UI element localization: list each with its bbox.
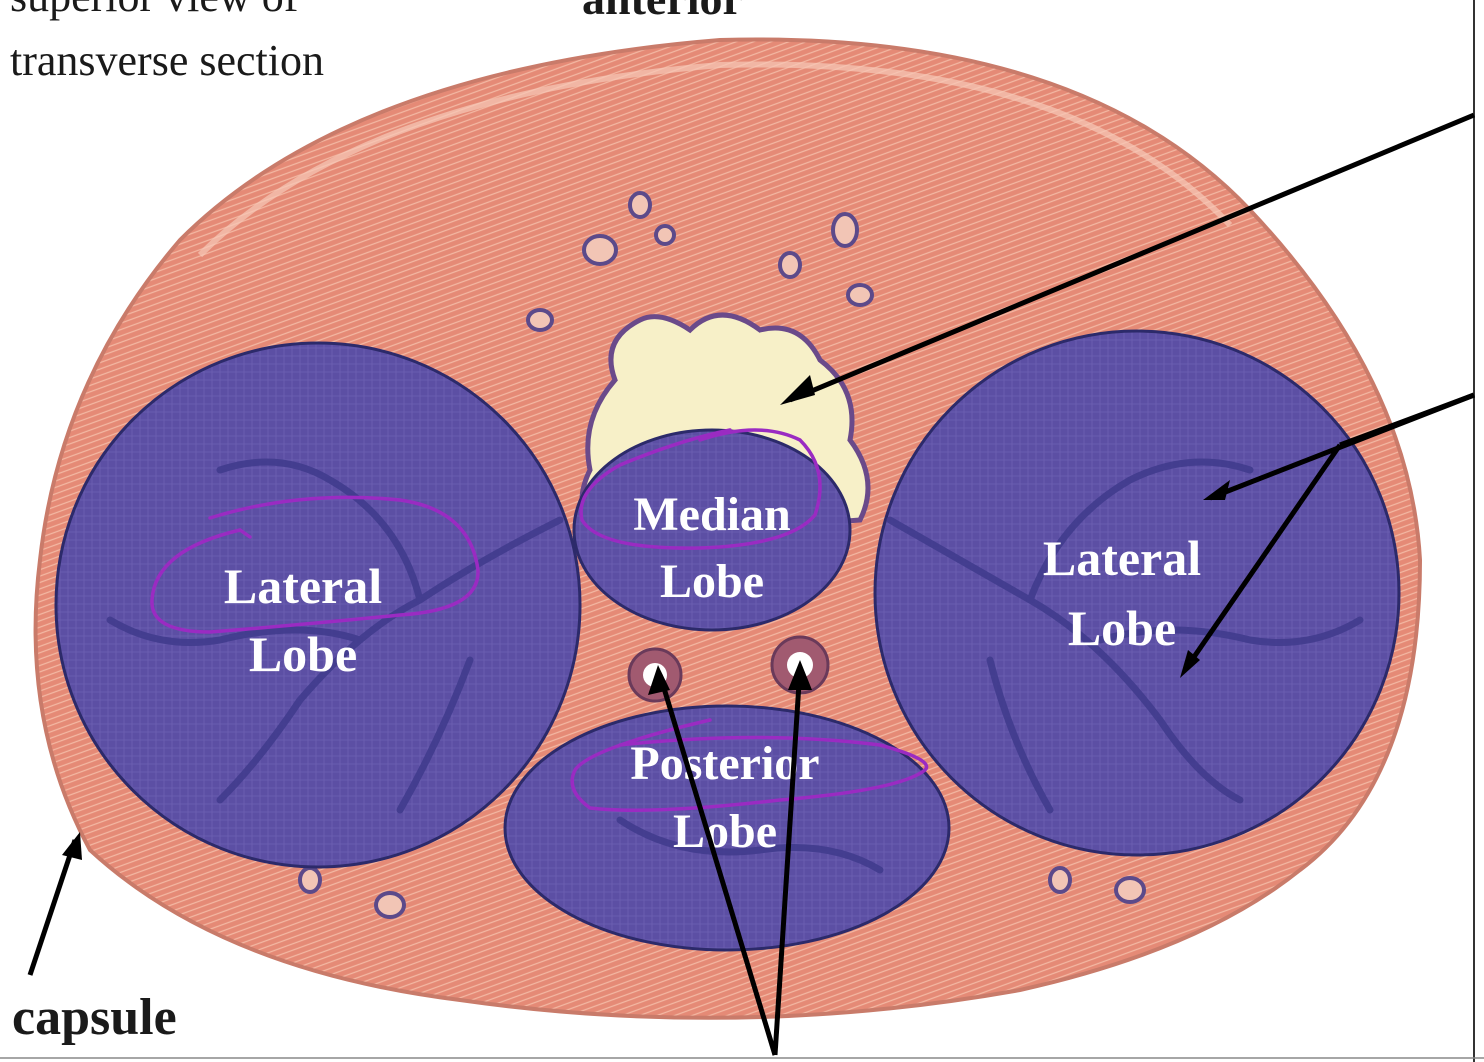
right-lateral-label-1: Lateral — [1043, 530, 1201, 586]
median-label-1: Median — [633, 488, 790, 541]
left-lateral-label-1: Lateral — [224, 558, 382, 614]
left-lateral-label-2: Lobe — [249, 626, 357, 682]
posterior-label-2: Lobe — [673, 805, 777, 858]
capsule-label: capsule — [12, 988, 177, 1048]
right-lateral-label-2: Lobe — [1068, 600, 1176, 656]
right-lateral-lobe — [875, 331, 1399, 855]
median-label-2: Lobe — [660, 555, 764, 608]
